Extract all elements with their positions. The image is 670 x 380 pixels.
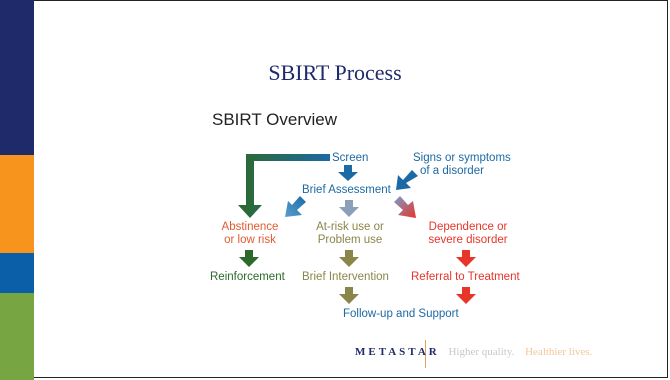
slide-subtitle: SBIRT Overview bbox=[212, 110, 338, 129]
abstinence-label-line1: Abstinence bbox=[221, 221, 279, 233]
sidebar-segment-green bbox=[0, 293, 34, 380]
assessment-to-dependence-arrow bbox=[394, 196, 416, 218]
screen-to-abstinence-arrow bbox=[238, 154, 330, 218]
atrisk-label-line2: Problem use bbox=[317, 234, 383, 246]
footer-tagline-1: Higher quality. bbox=[448, 346, 515, 358]
brief-assessment-label: Brief Assessment bbox=[302, 184, 391, 196]
footer-divider bbox=[425, 340, 426, 368]
footer-tagline-2: Healthier lives. bbox=[525, 346, 593, 358]
atrisk-label-line1: At-risk use or bbox=[316, 221, 384, 233]
metastar-logo: METASTAR bbox=[355, 346, 440, 358]
sidebar bbox=[0, 0, 34, 380]
dependence-to-referral-arrow bbox=[456, 250, 476, 267]
abstinence-label-line2: or low risk bbox=[224, 234, 276, 246]
footer: METASTAR Higher quality. Healthier lives… bbox=[355, 346, 592, 358]
follow-up-label: Follow-up and Support bbox=[343, 308, 459, 320]
dependence-label-line1: Dependence or bbox=[428, 221, 508, 233]
dependence-label-line2: severe disorder bbox=[428, 234, 508, 246]
slide-title: SBIRT Process bbox=[268, 60, 402, 85]
signs-label-line1: Signs or symptoms bbox=[413, 152, 511, 164]
referral-to-followup-arrow bbox=[456, 287, 476, 304]
assessment-to-atrisk-arrow bbox=[339, 200, 359, 217]
screen-down-arrow bbox=[338, 165, 358, 181]
reinforcement-label: Reinforcement bbox=[210, 271, 285, 283]
brief-intervention-label: Brief Intervention bbox=[302, 271, 389, 283]
sidebar-segment-navy bbox=[0, 0, 34, 155]
screen-label: Screen bbox=[332, 152, 369, 164]
referral-label: Referral to Treatment bbox=[411, 271, 520, 283]
atrisk-to-intervention-arrow bbox=[339, 250, 359, 267]
assessment-to-abstinence-arrow bbox=[285, 196, 306, 217]
sidebar-segment-blue bbox=[0, 253, 34, 293]
signs-to-assessment-arrow bbox=[396, 170, 418, 190]
signs-label-line2: of a disorder bbox=[420, 165, 484, 177]
abstinence-to-reinforcement-arrow bbox=[239, 250, 259, 267]
sidebar-segment-orange bbox=[0, 155, 34, 253]
intervention-to-followup-arrow bbox=[339, 287, 359, 304]
